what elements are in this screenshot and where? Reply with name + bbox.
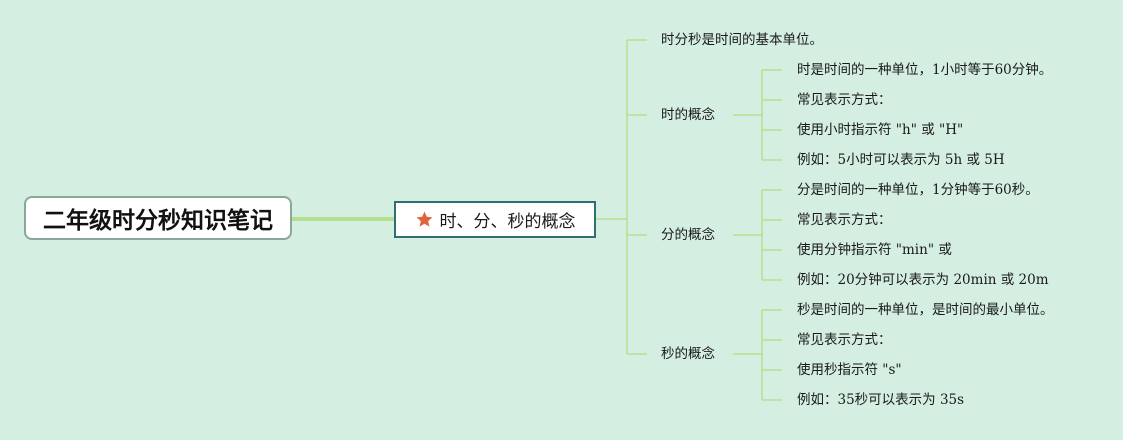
- hour-item-definition[interactable]: 时是时间的一种单位，1小时等于60分钟。: [797, 62, 1053, 78]
- second-concept-node[interactable]: 秒的概念: [661, 346, 715, 362]
- topic-label: 时、分、秒的概念: [439, 212, 576, 232]
- minute-item-example[interactable]: 例如：20分钟可以表示为 20min 或 20m: [797, 272, 1049, 288]
- root-node[interactable]: 二年级时分秒知识笔记: [24, 196, 292, 240]
- minute-item-notation-heading[interactable]: 常见表示方式：: [797, 212, 892, 228]
- second-item-notation-heading[interactable]: 常见表示方式：: [797, 332, 892, 348]
- second-item-definition[interactable]: 秒是时间的一种单位，是时间的最小单位。: [797, 302, 1054, 318]
- hour-item-symbol[interactable]: 使用小时指示符 "h" 或 "H": [797, 122, 964, 138]
- star-icon: [415, 210, 434, 229]
- hour-concept-node[interactable]: 时的概念: [661, 107, 715, 123]
- minute-item-definition[interactable]: 分是时间的一种单位，1分钟等于60秒。: [797, 182, 1039, 198]
- hour-item-notation-heading[interactable]: 常见表示方式：: [797, 92, 892, 108]
- minute-concept-node[interactable]: 分的概念: [661, 227, 715, 243]
- intro-node[interactable]: 时分秒是时间的基本单位。: [661, 32, 823, 48]
- second-item-example[interactable]: 例如：35秒可以表示为 35s: [797, 392, 965, 408]
- hour-item-example[interactable]: 例如：5小时可以表示为 5h 或 5H: [797, 152, 1005, 168]
- root-title: 二年级时分秒知识笔记: [43, 208, 273, 234]
- minute-item-symbol[interactable]: 使用分钟指示符 "min" 或: [797, 242, 952, 258]
- topic-node[interactable]: 时、分、秒的概念: [394, 201, 596, 238]
- second-item-symbol[interactable]: 使用秒指示符 "s": [797, 362, 902, 378]
